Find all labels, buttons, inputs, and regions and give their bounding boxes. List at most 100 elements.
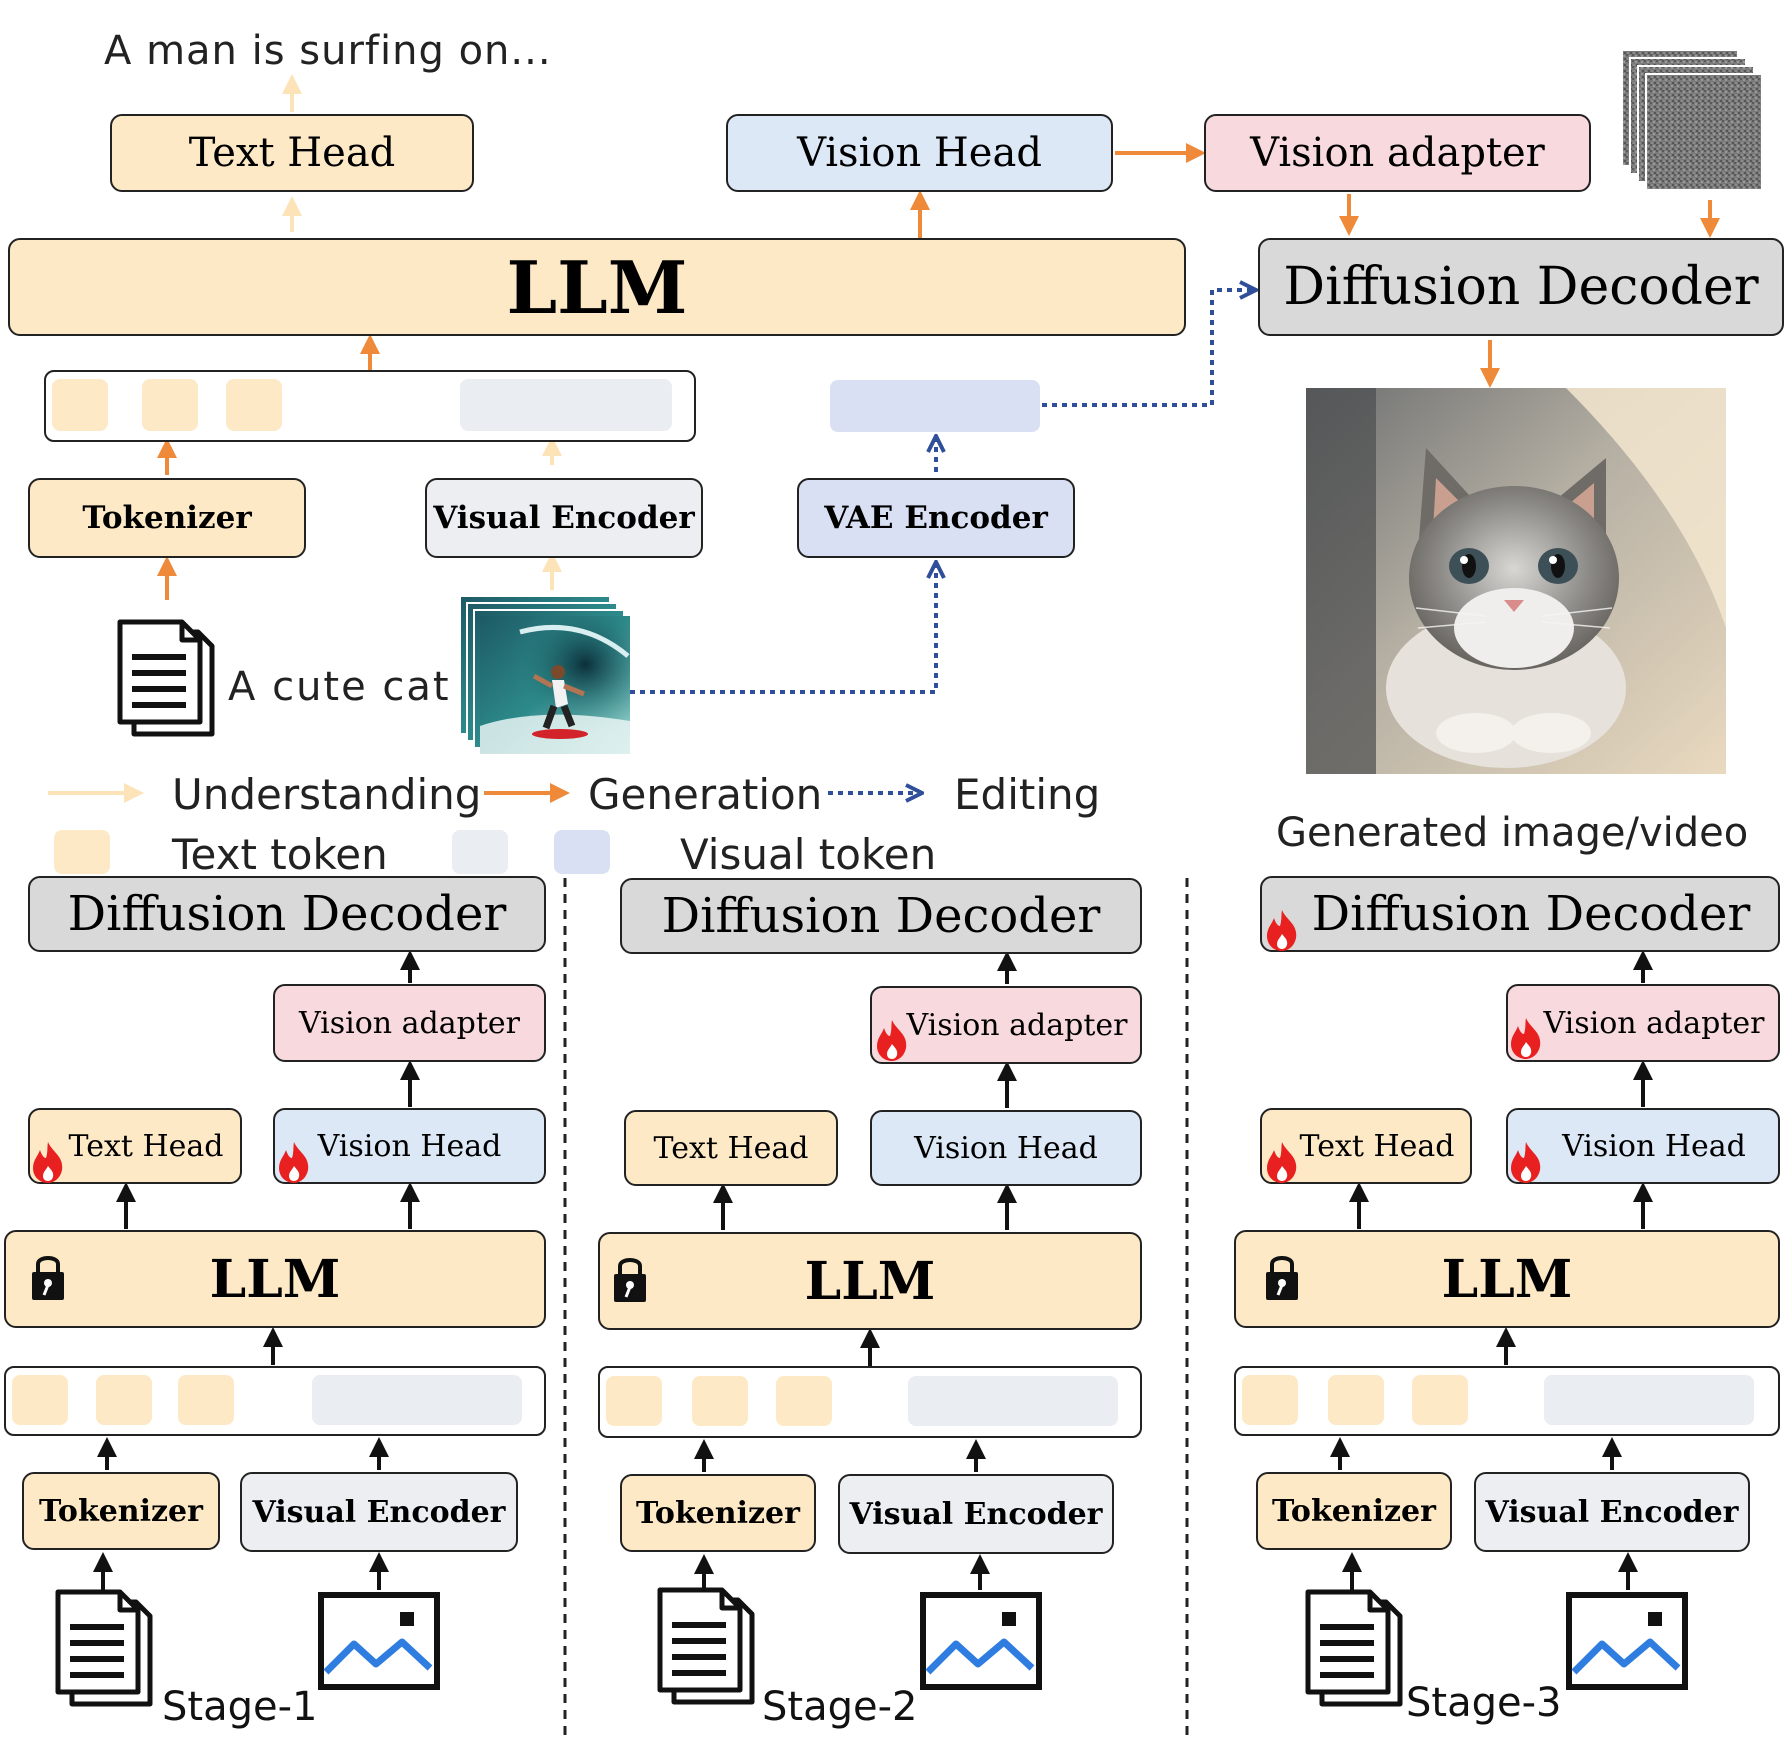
input-text-caption: A cute cat (228, 664, 451, 710)
stage-3-llm: LLM (1234, 1230, 1780, 1328)
fire-icon (1267, 910, 1297, 951)
stage-3-visual-encoder: Visual Encoder (1474, 1472, 1750, 1552)
text-token (692, 1376, 748, 1426)
document-icon (1305, 1589, 1403, 1707)
visual-token (908, 1376, 1118, 1426)
text-token (142, 379, 198, 431)
fire-icon (877, 1020, 907, 1061)
stage-1-vision-head: Vision Head (273, 1108, 546, 1184)
text-token (1328, 1375, 1384, 1425)
stage-1-text-head: Text Head (28, 1108, 242, 1184)
vae-encoder-label: VAE Encoder (824, 500, 1048, 536)
stage-3-token-strip (1234, 1366, 1780, 1436)
fire-icon (1267, 1142, 1297, 1183)
llm-label: LLM (506, 244, 688, 330)
stage-3-label: Stage-3 (1406, 1680, 1562, 1726)
surfing-video-frames-image (460, 596, 630, 754)
diffusion-decoder-label: Diffusion Decoder (1283, 257, 1759, 317)
stage-2-label: Stage-2 (762, 1684, 918, 1730)
text-token (1412, 1375, 1468, 1425)
stage-arrows (93, 950, 1653, 1590)
fire-icon (1511, 1142, 1541, 1183)
lock-icon (1266, 1256, 1298, 1300)
vision-adapter-label: Vision adapter (906, 1007, 1128, 1043)
tokenizer-label: Tokenizer (636, 1495, 800, 1531)
stage-2-token-strip (598, 1366, 1142, 1438)
text-head-label: Text Head (188, 130, 396, 176)
stage-2-text-head: Text Head (624, 1110, 838, 1186)
text-token (776, 1376, 832, 1426)
llm-label: LLM (804, 1250, 936, 1312)
vision-adapter-label: Vision adapter (299, 1005, 520, 1041)
legend-generation: Generation (588, 770, 823, 819)
text-token (226, 379, 282, 431)
vision-adapter-box: Vision adapter (1204, 114, 1591, 192)
document-icon (55, 1589, 153, 1707)
text-head-label: Text Head (653, 1130, 809, 1166)
stage-2-vision-adapter: Vision adapter (870, 986, 1142, 1064)
tokenizer-label: Tokenizer (1272, 1493, 1436, 1529)
tokenizer-label: Tokenizer (39, 1493, 203, 1529)
stage-2-diffusion-decoder: Diffusion Decoder (620, 878, 1142, 954)
stage-2-llm: LLM (598, 1232, 1142, 1330)
lock-icon (614, 1258, 646, 1302)
visual-encoder-label: Visual Encoder (433, 500, 695, 536)
diffusion-decoder-label: Diffusion Decoder (1311, 886, 1751, 942)
legend-understanding: Understanding (172, 770, 482, 819)
token-strip (44, 370, 696, 442)
stage-3-vision-adapter: Vision adapter (1506, 984, 1780, 1062)
diffusion-decoder-box: Diffusion Decoder (1258, 238, 1784, 336)
vae-encoder-box: VAE Encoder (797, 478, 1075, 558)
generated-kitten-image (1306, 388, 1726, 774)
stage-1-vision-adapter: Vision adapter (273, 984, 546, 1062)
text-token (178, 1375, 234, 1425)
llm-label: LLM (209, 1248, 341, 1310)
text-token (96, 1375, 152, 1425)
tokenizer-box: Tokenizer (28, 478, 306, 558)
visual-encoder-label: Visual Encoder (849, 1496, 1103, 1532)
output-caption: A man is surfing on... (104, 28, 552, 74)
text-head-label: Text Head (68, 1128, 224, 1164)
stage-1-tokenizer: Tokenizer (22, 1472, 220, 1550)
text-token (12, 1375, 68, 1425)
visual-token (312, 1375, 522, 1425)
noise-latent-stack-icon (1621, 49, 1763, 191)
vision-head-label: Vision Head (914, 1130, 1098, 1166)
fire-icon (1511, 1018, 1541, 1059)
vae-token (830, 380, 1040, 432)
understanding-arrows (48, 74, 562, 803)
llm-box: LLM (8, 238, 1186, 336)
tokenizer-label: Tokenizer (82, 500, 252, 536)
stage-1-llm: LLM (4, 1230, 546, 1328)
legend-visual-token: Visual token (680, 830, 937, 879)
text-token (1242, 1375, 1298, 1425)
vision-head-box: Vision Head (726, 114, 1113, 192)
visual-encoder-box: Visual Encoder (425, 478, 703, 558)
stage-1-token-strip (4, 1366, 546, 1436)
stage-2-vision-head: Vision Head (870, 1110, 1142, 1186)
document-icon (117, 619, 215, 737)
fire-icon (33, 1142, 63, 1183)
stage-2-visual-encoder: Visual Encoder (838, 1474, 1114, 1554)
text-token (606, 1376, 662, 1426)
text-head-box: Text Head (110, 114, 474, 192)
visual-encoder-label: Visual Encoder (252, 1494, 506, 1530)
legend-text-token: Text token (172, 830, 388, 879)
legend-editing: Editing (954, 770, 1101, 819)
vision-adapter-label: Vision adapter (1543, 1005, 1765, 1041)
image-icon (920, 1592, 1042, 1690)
vision-head-label: Vision Head (317, 1128, 502, 1164)
image-icon (318, 1592, 440, 1690)
stage-3-tokenizer: Tokenizer (1256, 1472, 1452, 1550)
fire-icon (279, 1142, 309, 1183)
lock-icon (32, 1256, 64, 1300)
image-icon (1566, 1592, 1688, 1690)
vision-head-label: Vision Head (1562, 1128, 1746, 1164)
generation-arrows (157, 143, 1720, 803)
text-token (52, 379, 108, 431)
visual-encoder-label: Visual Encoder (1485, 1494, 1739, 1530)
stage-1-label: Stage-1 (162, 1684, 318, 1730)
legend-visual-token-swatch (452, 830, 508, 874)
